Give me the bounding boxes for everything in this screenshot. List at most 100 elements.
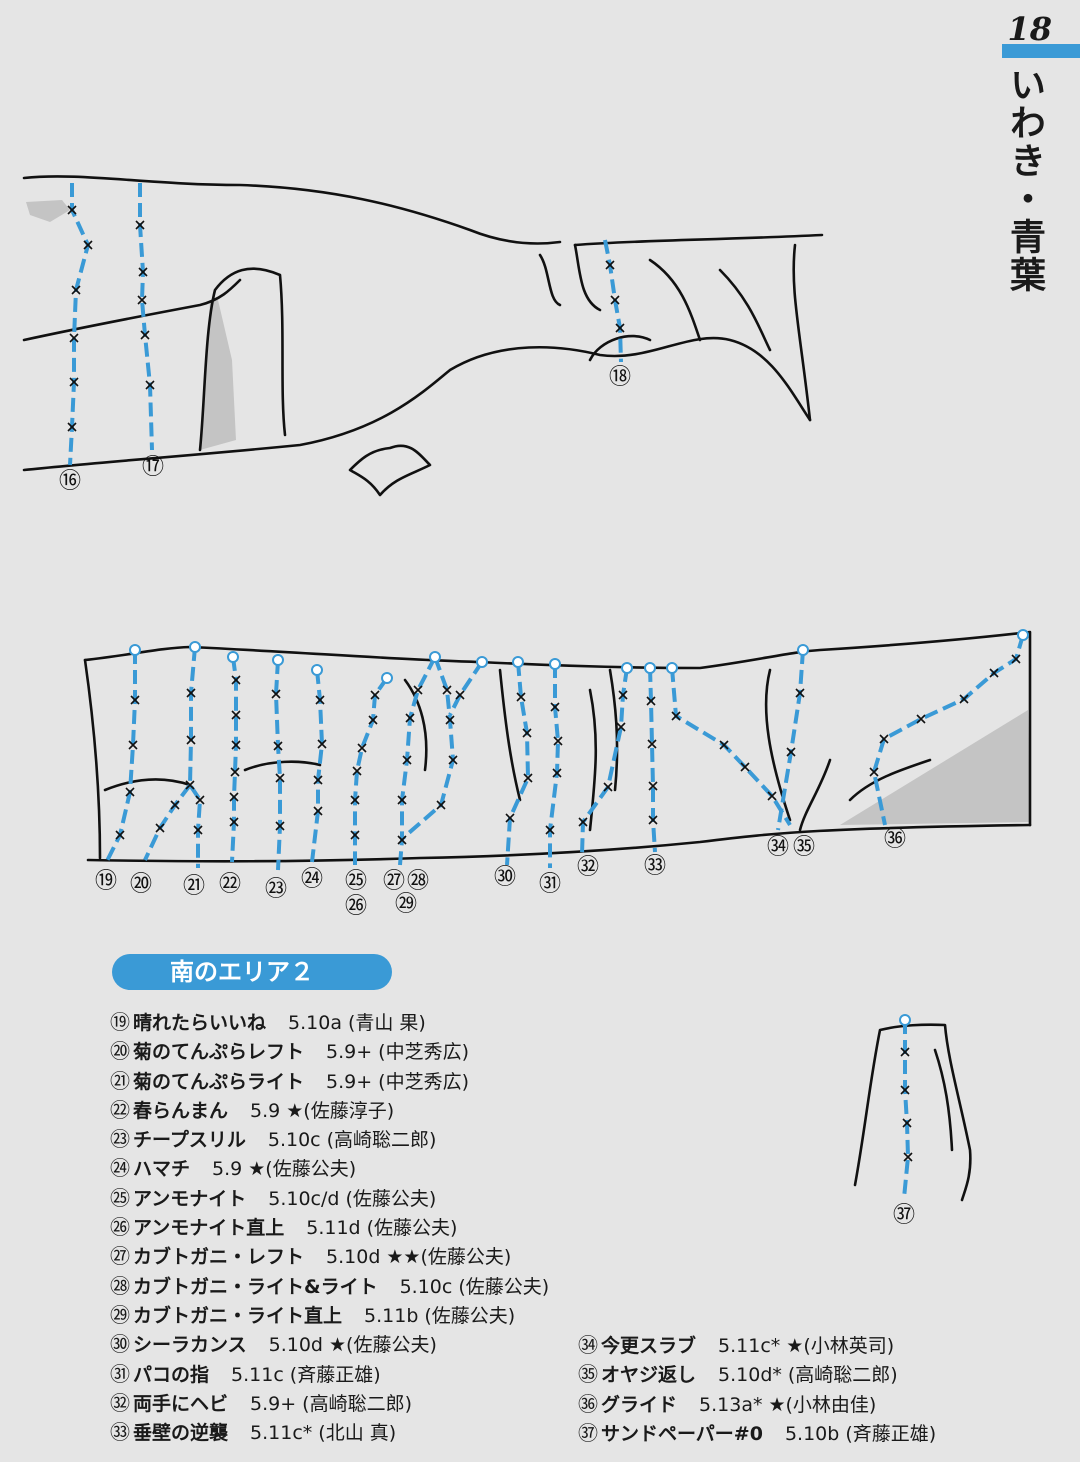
bolt-icon <box>550 702 560 712</box>
bolt-icon <box>959 694 969 704</box>
route-name: 春らんまん <box>133 1099 229 1122</box>
bolt-icon <box>145 380 155 390</box>
bolt-icon <box>140 330 150 340</box>
bolt-icon <box>350 795 360 805</box>
route-setter: (佐藤公夫) <box>345 1187 437 1210</box>
bolt-icon <box>916 714 926 724</box>
route-label-19: ⑲ <box>95 869 117 894</box>
route-setter: (北山 真) <box>318 1422 397 1445</box>
route-grade: 5.9+ <box>326 1041 373 1064</box>
route-setter: (佐藤公夫) <box>420 1246 512 1269</box>
bolt-icon <box>448 755 458 765</box>
bolt-icon <box>69 333 79 343</box>
route-37-line <box>902 1020 910 1199</box>
route-grade: 5.10d* <box>718 1364 782 1387</box>
route-label-28: ㉘ <box>407 869 429 894</box>
route-setter: (佐藤公夫) <box>458 1275 550 1298</box>
bolt-icon <box>505 813 515 823</box>
anchor-icon <box>227 651 239 663</box>
bolt-icon <box>900 1047 910 1057</box>
route-grade: 5.10d <box>268 1334 323 1357</box>
bolt-icon <box>648 781 658 791</box>
route-number: ⑲ <box>110 1010 130 1034</box>
route-label-34: ㉞ <box>767 835 789 860</box>
bolt-icon <box>786 747 796 757</box>
route-name: 菊のてんぷらレフト <box>133 1041 305 1064</box>
route-label-16: ⑯ <box>59 469 81 494</box>
route-grade: 5.9+ <box>326 1070 373 1093</box>
route-grade: 5.11c* <box>718 1335 781 1357</box>
route-number: ㉑ <box>110 1068 130 1093</box>
route-setter: (佐藤公夫) <box>265 1158 357 1181</box>
route-number: ㉝ <box>110 1420 130 1445</box>
route-setter: (佐藤淳子) <box>303 1099 395 1122</box>
bolt-icon <box>455 690 465 700</box>
route-setter: (高崎聡二郎) <box>302 1392 412 1415</box>
route-24-line <box>310 669 324 863</box>
route-label-32: ㉜ <box>577 855 599 880</box>
bolt-icon <box>357 743 367 753</box>
bolt-icon <box>83 240 93 250</box>
bolt-icon <box>442 685 452 695</box>
route-setter: (中芝秀広) <box>378 1041 469 1064</box>
anchor-icon <box>476 656 488 668</box>
bolt-icon <box>231 675 241 685</box>
bolt-icon <box>879 734 889 744</box>
anchor-icon <box>797 644 809 656</box>
route-label-31: ㉛ <box>539 872 561 897</box>
route-25-line <box>353 676 389 865</box>
pillar-outline <box>853 1023 972 1202</box>
bolt-icon <box>67 205 77 215</box>
route-name: カブトガニ・レフト <box>133 1246 305 1269</box>
bolt-icon <box>315 695 325 705</box>
route-setter: (佐藤公夫) <box>366 1217 458 1240</box>
route-32-line <box>580 667 629 856</box>
anchor-icon <box>644 662 656 674</box>
bolt-icon <box>368 715 378 725</box>
route-label-36: ㊱ <box>884 827 906 852</box>
anchor-icon <box>899 1014 911 1026</box>
route-label-27: ㉗ <box>383 869 405 894</box>
route-setter: (小林英司) <box>803 1335 895 1357</box>
bolt-icon <box>115 830 125 840</box>
route-setter: (佐藤公夫) <box>346 1334 437 1357</box>
route-34-line <box>670 667 792 827</box>
bolt-icon <box>186 688 196 698</box>
route-label-21: ㉑ <box>183 874 205 899</box>
route-number: ㉞ <box>578 1333 598 1357</box>
bolt-icon <box>195 795 205 805</box>
bolt-icon <box>445 715 455 725</box>
route-stars: ★ <box>768 1393 786 1416</box>
route-name: 菊のてんぷらライト <box>133 1070 305 1093</box>
route-stars: ★ <box>329 1334 347 1357</box>
route-name: サンドペーパー#0 <box>601 1422 763 1445</box>
bolt-icon <box>615 323 625 333</box>
route-setter: (斉藤正雄) <box>289 1363 381 1386</box>
bolt-icon <box>516 692 526 702</box>
bolt-icon <box>313 806 323 816</box>
route-setter: (高崎聡二郎) <box>787 1364 898 1387</box>
bolt-icon <box>138 267 148 277</box>
route-setter: (小林由佳) <box>785 1393 877 1416</box>
bolt-icon <box>313 775 323 785</box>
lower-crag-outline <box>83 630 1032 863</box>
bolt-icon <box>125 787 135 797</box>
route-grade: 5.9+ <box>250 1392 297 1415</box>
route-label-26: ㉖ <box>345 894 367 919</box>
route-label-25: ㉕ <box>345 869 367 894</box>
bolt-icon <box>646 696 656 706</box>
route-36-line <box>872 634 1025 826</box>
page-header-bar <box>1002 44 1080 58</box>
bolt-icon <box>231 710 241 720</box>
route-19-line <box>103 650 137 866</box>
anchor-icon <box>621 662 633 674</box>
